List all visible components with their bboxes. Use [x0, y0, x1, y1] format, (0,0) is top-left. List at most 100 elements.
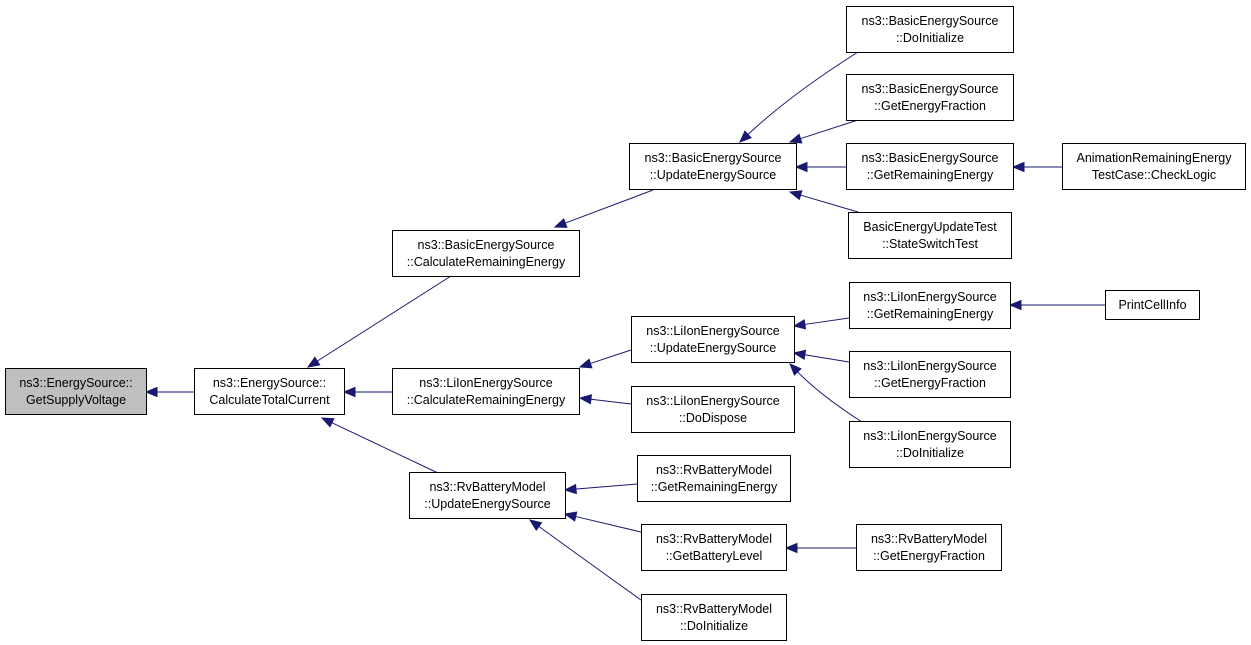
function-node[interactable]: ns3::BasicEnergySource::UpdateEnergySour…	[629, 143, 797, 190]
node-box	[849, 351, 1011, 398]
node-label-line: ns3::EnergySource::	[213, 376, 326, 390]
function-node[interactable]: ns3::EnergySource::CalculateTotalCurrent	[194, 368, 345, 415]
node-box	[392, 368, 580, 415]
edge-n11-to-n5	[739, 51, 859, 143]
node-label-line: ns3::LiIonEnergySource	[419, 376, 552, 390]
edge-n1-to-n0	[144, 386, 194, 398]
function-node[interactable]: AnimationRemainingEnergyTestCase::CheckL…	[1062, 143, 1246, 190]
edge-arrowhead	[792, 319, 807, 330]
function-node[interactable]: ns3::LiIonEnergySource::DoInitialize	[849, 421, 1011, 468]
function-node[interactable]: ns3::LiIonEnergySource::GetEnergyFractio…	[849, 351, 1011, 398]
edge-arrowhead	[563, 483, 577, 495]
node-label-line: ::CalculateRemainingEnergy	[407, 255, 566, 269]
function-node[interactable]: PrintCellInfo	[1105, 290, 1200, 320]
node-box	[194, 368, 345, 415]
edge-arrowhead	[792, 349, 807, 361]
edge-arrowhead	[788, 190, 803, 201]
node-box	[631, 316, 795, 363]
node-label-line: ::DoInitialize	[680, 619, 748, 633]
edge-n8-to-n4	[563, 483, 638, 495]
edge-line	[746, 51, 859, 136]
function-node[interactable]: ns3::RvBatteryModel::GetRemainingEnergy	[637, 455, 791, 502]
node-label-line: TestCase::CheckLogic	[1092, 168, 1216, 182]
node-label-line: ns3::EnergySource::	[19, 376, 132, 390]
edge-n2-to-n1	[306, 275, 452, 368]
node-label-line: ns3::LiIonEnergySource	[863, 359, 996, 373]
edge-line	[589, 349, 632, 365]
edge-n3-to-n1	[342, 386, 392, 398]
edge-n20-to-n15	[1008, 299, 1105, 311]
edge-n4-to-n1	[320, 417, 441, 475]
edge-line	[564, 189, 654, 224]
node-label-line: AnimationRemainingEnergy	[1077, 151, 1233, 165]
node-label-line: BasicEnergyUpdateTest	[863, 220, 997, 234]
node-label-line: ::GetBatteryLevel	[666, 549, 763, 563]
function-node[interactable]: ns3::LiIonEnergySource::DoDispose	[631, 386, 795, 433]
node-label-line: ns3::BasicEnergySource	[862, 14, 999, 28]
root-function-node[interactable]: ns3::EnergySource::GetSupplyVoltage	[5, 368, 147, 415]
node-label-line: ns3::RvBatteryModel	[871, 532, 987, 546]
node-label-line: ns3::BasicEnergySource	[645, 151, 782, 165]
node-label-line: ::GetRemainingEnergy	[651, 480, 778, 494]
function-node[interactable]: ns3::BasicEnergySource::GetEnergyFractio…	[846, 74, 1014, 121]
node-box	[641, 524, 787, 571]
node-label-line: ns3::BasicEnergySource	[862, 151, 999, 165]
node-label-line: ns3::RvBatteryModel	[656, 602, 772, 616]
node-label-line: ::GetRemainingEnergy	[867, 307, 994, 321]
node-box	[846, 74, 1014, 121]
function-node[interactable]: ns3::LiIonEnergySource::GetRemainingEner…	[849, 282, 1011, 329]
node-label-line: ns3::LiIonEnergySource	[646, 324, 779, 338]
node-label-line: ns3::LiIonEnergySource	[863, 290, 996, 304]
function-node[interactable]: BasicEnergyUpdateTest::StateSwitchTest	[848, 212, 1012, 259]
node-box	[1105, 290, 1200, 320]
function-node[interactable]: ns3::BasicEnergySource::GetRemainingEner…	[846, 143, 1014, 190]
edge-line	[799, 119, 859, 140]
edge-arrowhead	[789, 363, 802, 376]
node-label-line: ns3::RvBatteryModel	[656, 463, 772, 477]
node-label-line: ::GetEnergyFraction	[874, 376, 986, 390]
edge-arrowhead	[528, 519, 543, 531]
node-box	[846, 143, 1014, 190]
node-label-line: ns3::BasicEnergySource	[418, 238, 555, 252]
node-box	[629, 143, 797, 190]
node-label-line: ns3::BasicEnergySource	[862, 82, 999, 96]
function-node[interactable]: ns3::RvBatteryModel::UpdateEnergySource	[409, 472, 566, 519]
edge-arrowhead	[784, 542, 798, 554]
edge-line	[574, 483, 638, 490]
edge-line	[316, 275, 452, 363]
node-label-line: ::GetRemainingEnergy	[867, 168, 994, 182]
function-node[interactable]: ns3::RvBatteryModel::DoInitialize	[641, 594, 787, 641]
edge-line	[589, 398, 632, 405]
node-label-line: ns3::LiIonEnergySource	[863, 429, 996, 443]
edge-n19-to-n13	[1011, 161, 1062, 173]
edge-line	[803, 317, 850, 326]
function-node[interactable]: ns3::BasicEnergySource::DoInitialize	[846, 6, 1014, 53]
edge-n14-to-n5	[788, 190, 859, 213]
function-node[interactable]: ns3::RvBatteryModel::GetEnergyFraction	[856, 524, 1002, 571]
node-label-line: ::CalculateRemainingEnergy	[407, 393, 566, 407]
node-box	[846, 6, 1014, 53]
edge-arrowhead	[739, 130, 752, 143]
function-node[interactable]: ns3::LiIonEnergySource::UpdateEnergySour…	[631, 316, 795, 363]
function-node[interactable]: ns3::BasicEnergySource::CalculateRemaini…	[392, 230, 580, 277]
edge-arrowhead	[794, 161, 808, 173]
node-box	[631, 386, 795, 433]
edge-arrowhead	[563, 511, 578, 522]
node-box	[848, 212, 1012, 259]
edges-layer	[144, 51, 1105, 601]
edge-arrowhead	[1011, 161, 1025, 173]
node-box	[1062, 143, 1246, 190]
function-node[interactable]: ns3::RvBatteryModel::GetBatteryLevel	[641, 524, 787, 571]
edge-n17-to-n6	[789, 363, 863, 423]
node-label-line: ::StateSwitchTest	[882, 237, 978, 251]
node-box	[641, 594, 787, 641]
node-label-line: ns3::LiIonEnergySource	[646, 394, 779, 408]
edge-n13-to-n5	[794, 161, 846, 173]
nodes-layer: ns3::EnergySource::GetSupplyVoltagens3::…	[5, 6, 1246, 641]
edge-line	[803, 354, 850, 363]
function-node[interactable]: ns3::LiIonEnergySource::CalculateRemaini…	[392, 368, 580, 415]
node-label-line: PrintCellInfo	[1118, 298, 1186, 312]
edge-arrowhead	[306, 356, 321, 368]
node-box	[409, 472, 566, 519]
edge-arrowhead	[553, 218, 568, 228]
